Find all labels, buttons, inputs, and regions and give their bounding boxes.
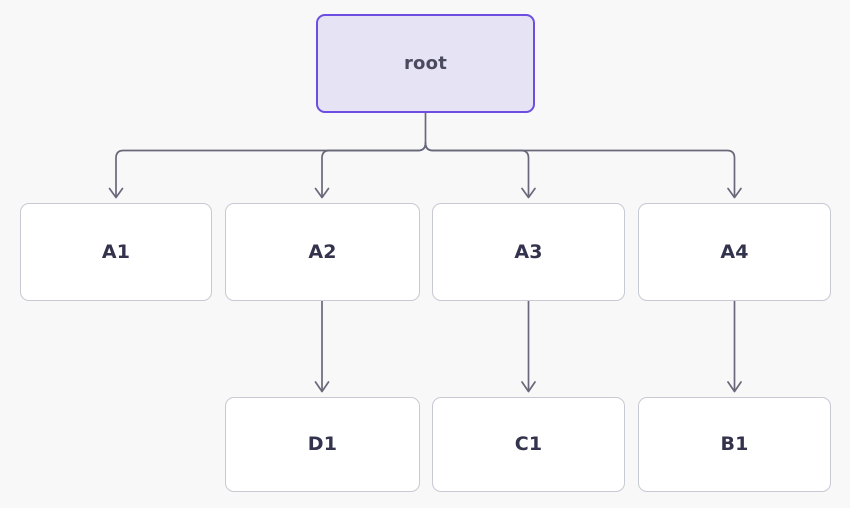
edge-root-to-a1: [115, 142, 427, 197]
node-b1-label: B1: [720, 433, 749, 455]
node-a4[interactable]: A4: [638, 203, 831, 301]
node-c1-label: C1: [514, 433, 543, 455]
node-root[interactable]: root: [316, 14, 535, 113]
node-a2-label: A2: [308, 240, 337, 263]
arrowhead-root-to-a3: [521, 187, 536, 199]
node-d1[interactable]: D1: [225, 397, 420, 492]
node-c1[interactable]: C1: [432, 397, 625, 492]
arrowhead-root-to-a1: [108, 187, 124, 199]
arrowhead-a4-to-b1: [727, 381, 742, 393]
edge-root-to-a4: [424, 142, 736, 197]
arrowhead-a2-to-d1: [314, 381, 330, 393]
node-a2[interactable]: A2: [225, 203, 420, 301]
node-a3-label: A3: [514, 240, 543, 263]
node-a4-label: A4: [720, 240, 749, 263]
node-a1[interactable]: A1: [20, 203, 212, 301]
node-root-label: root: [403, 52, 447, 74]
arrowhead-a3-to-c1: [521, 381, 536, 393]
edge-root-to-a3: [424, 142, 530, 197]
node-a3[interactable]: A3: [432, 203, 625, 301]
edge-root-to-a2: [321, 142, 427, 197]
node-b1[interactable]: B1: [638, 397, 831, 492]
node-a1-label: A1: [101, 240, 131, 263]
node-d1-label: D1: [307, 433, 338, 455]
arrowhead-root-to-a4: [727, 187, 742, 199]
arrowhead-root-to-a2: [314, 187, 330, 199]
